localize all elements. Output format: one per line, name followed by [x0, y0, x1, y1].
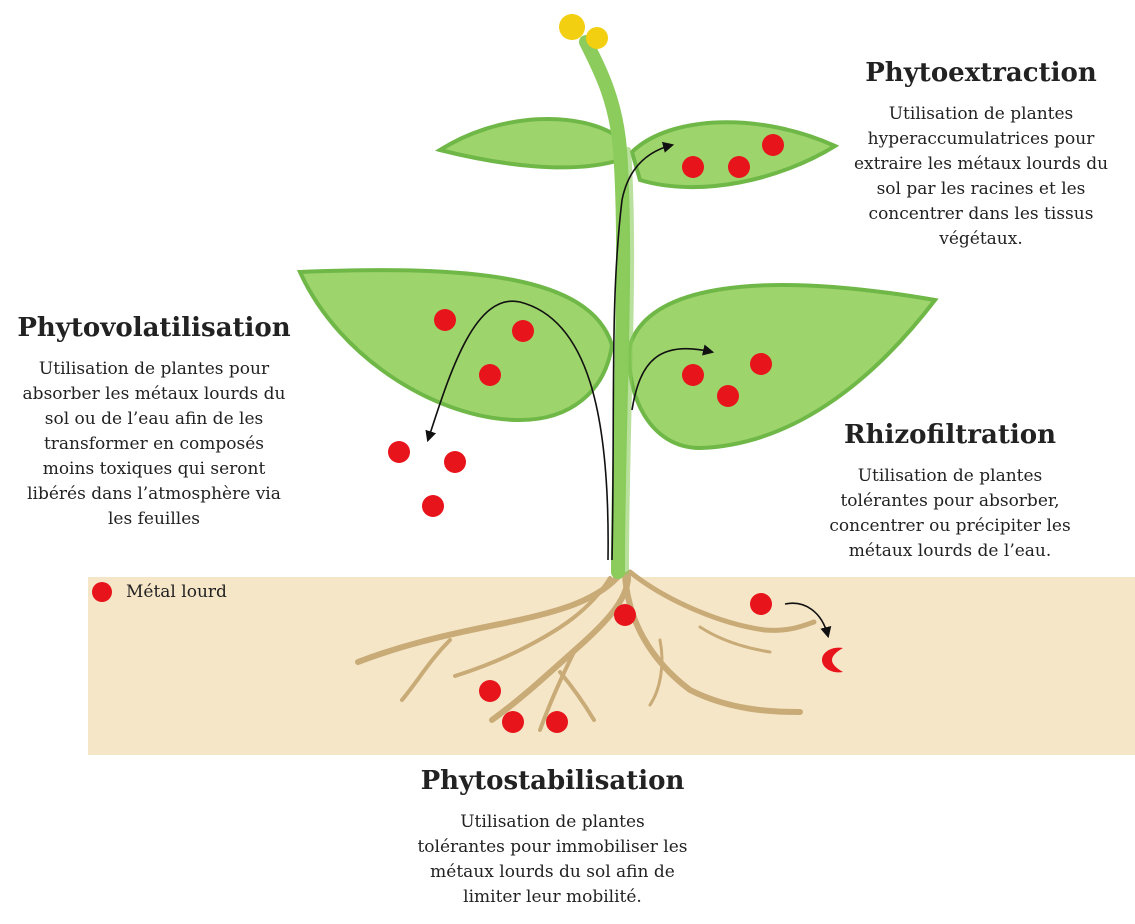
upper-left-leaf: [440, 119, 620, 167]
phytostabilisation-title: Phytostabilisation: [400, 766, 705, 796]
phytoextraction-line: sol par les racines et les: [836, 177, 1126, 202]
phytostabilisation-line: limiter leur mobilité.: [400, 885, 705, 910]
metal-dot: [682, 156, 704, 178]
phytovolatilisation-line: Utilisation de plantes pour: [4, 357, 304, 382]
red-dot-icon: [92, 582, 112, 602]
rhizofiltration-title: Rhizofiltration: [800, 420, 1100, 450]
phytostabilisation-line: tolérantes pour immobiliser les: [400, 835, 705, 860]
metal-dot: [750, 353, 772, 375]
metal-dot: [750, 593, 772, 615]
metal-dot: [444, 451, 466, 473]
phytoextraction-line: Utilisation de plantes: [836, 102, 1126, 127]
phytoextraction-line: concentrer dans les tissus: [836, 202, 1126, 227]
phytostabilisation-block: Phytostabilisation Utilisation de plante…: [400, 766, 705, 910]
metal-dot: [762, 134, 784, 156]
phytoextraction-title: Phytoextraction: [836, 58, 1126, 88]
metal-dot: [422, 495, 444, 517]
legend: Métal lourd: [92, 582, 227, 602]
metal-dot: [512, 320, 534, 342]
phytovolatilisation-line: libérés dans l’atmosphère via: [4, 482, 304, 507]
phytovolatilisation-line: absorber les métaux lourds du: [4, 382, 304, 407]
rhizofiltration-line: métaux lourds de l’eau.: [800, 539, 1100, 564]
rhizofiltration-line: tolérantes pour absorber,: [800, 489, 1100, 514]
phytostabilisation-line: Utilisation de plantes: [400, 810, 705, 835]
legend-label: Métal lourd: [126, 582, 227, 602]
phytoextraction-block: Phytoextraction Utilisation de plantes h…: [836, 58, 1126, 252]
metal-dot: [434, 309, 456, 331]
phytovolatilisation-line: moins toxiques qui seront: [4, 457, 304, 482]
phytovolatilisation-title: Phytovolatilisation: [4, 313, 304, 343]
metal-dot: [479, 364, 501, 386]
metal-dot: [502, 711, 524, 733]
metal-dot: [614, 604, 636, 626]
metal-dot: [479, 680, 501, 702]
metal-dot: [546, 711, 568, 733]
upper-right-leaf: [632, 122, 835, 187]
phytovolatilisation-line: transformer en composés: [4, 432, 304, 457]
phytovolatilisation-line: sol ou de l’eau afin de les: [4, 407, 304, 432]
metal-dot: [728, 156, 750, 178]
phytoextraction-line: extraire les métaux lourds du: [836, 152, 1126, 177]
stem: [586, 42, 631, 572]
soil-layer: [88, 577, 1135, 755]
rhizofiltration-line: concentrer ou précipiter les: [800, 514, 1100, 539]
phytoextraction-line: végétaux.: [836, 227, 1126, 252]
rhizofiltration-block: Rhizofiltration Utilisation de plantes t…: [800, 420, 1100, 564]
rhizofiltration-line: Utilisation de plantes: [800, 464, 1100, 489]
lower-left-leaf: [300, 270, 612, 420]
metal-dot: [682, 364, 704, 386]
phytovolatilisation-line: les feuilles: [4, 507, 304, 532]
phytostabilisation-line: métaux lourds du sol afin de: [400, 860, 705, 885]
phytovolatilisation-block: Phytovolatilisation Utilisation de plant…: [4, 313, 304, 532]
metal-dot: [717, 385, 739, 407]
metal-dot: [388, 441, 410, 463]
phytoextraction-line: hyperaccumulatrices pour: [836, 127, 1126, 152]
